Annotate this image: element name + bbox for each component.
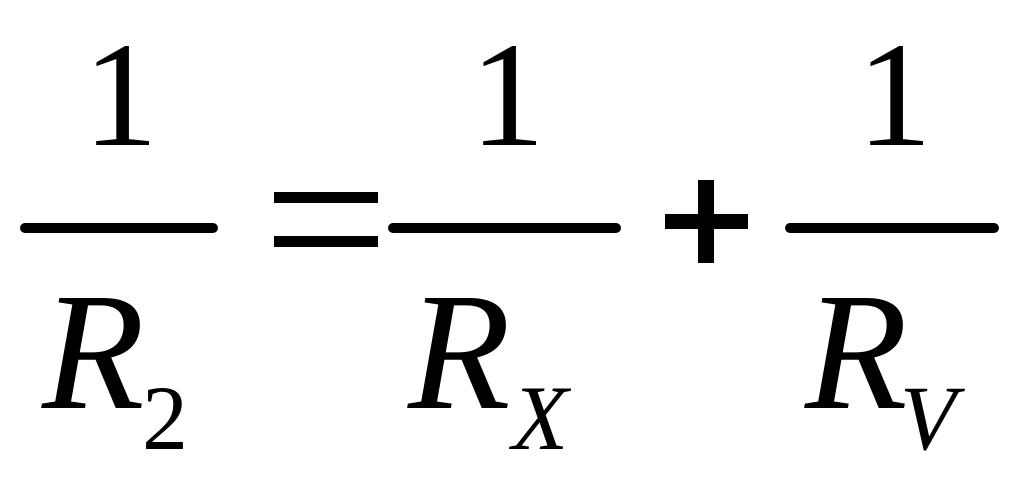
fraction-bar-v [785, 223, 999, 233]
subscript-left: 2 [142, 367, 188, 469]
numerator-left: 1 [83, 12, 158, 178]
plus-text: + [665, 170, 666, 171]
denominator-v: R [805, 259, 908, 445]
fraction-bar-x [388, 223, 621, 233]
denominator-x: R [408, 259, 511, 445]
equals-bottom-bar [274, 236, 378, 247]
equals-top-bar [274, 192, 378, 203]
denominator-left: R [42, 259, 145, 445]
subscript-x: X [512, 367, 569, 469]
numerator-v: 1 [857, 12, 932, 178]
fraction-bar-left [20, 223, 218, 233]
numerator-x: 1 [470, 12, 545, 178]
subscript-v: V [900, 367, 957, 469]
equals-text: = [275, 170, 276, 171]
plus-vertical-bar [698, 180, 714, 263]
